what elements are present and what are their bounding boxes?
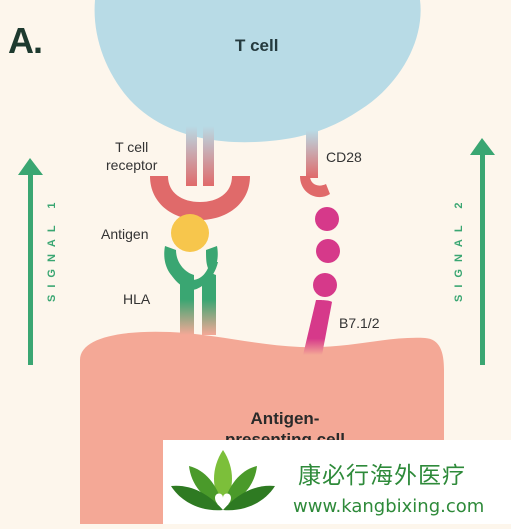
lotus-logo-icon	[171, 450, 275, 511]
watermark-banner: 康必行海外医疗 www.kangbixing.com	[163, 440, 511, 524]
tcr-stem-left	[186, 126, 197, 186]
b7-bead-3	[313, 273, 337, 297]
b7-bead-2	[316, 239, 340, 263]
panel-letter: A.	[8, 20, 43, 61]
antigen-label: Antigen	[101, 226, 149, 242]
tcr-stem-right	[203, 126, 214, 186]
hla-arc	[166, 262, 218, 290]
b7-stem	[303, 300, 332, 355]
b7-label: B7.1/2	[339, 315, 380, 331]
signal-2-label: SIGNAL 2	[453, 195, 465, 302]
t-cell-body	[94, 0, 421, 143]
hla-cup-right	[202, 246, 218, 335]
signal-1-arrow	[18, 158, 43, 365]
signal-1-label: SIGNAL 1	[46, 195, 58, 302]
tcr-cup	[150, 176, 250, 220]
t-cell-label: T cell	[235, 36, 279, 55]
hla-label: HLA	[123, 291, 151, 307]
hla-cup	[164, 246, 194, 335]
b7-bead-1	[315, 207, 339, 231]
watermark-chinese-name: 康必行海外医疗	[298, 463, 466, 489]
cd28-stem	[306, 130, 318, 178]
cd28-hook	[300, 176, 330, 198]
antigen-ball	[171, 214, 209, 252]
cd28-label: CD28	[326, 149, 362, 165]
signal-2-arrow	[470, 138, 495, 365]
t-cell-receptor-label: T cell receptor	[106, 139, 158, 173]
watermark-url: www.kangbixing.com	[293, 496, 485, 517]
